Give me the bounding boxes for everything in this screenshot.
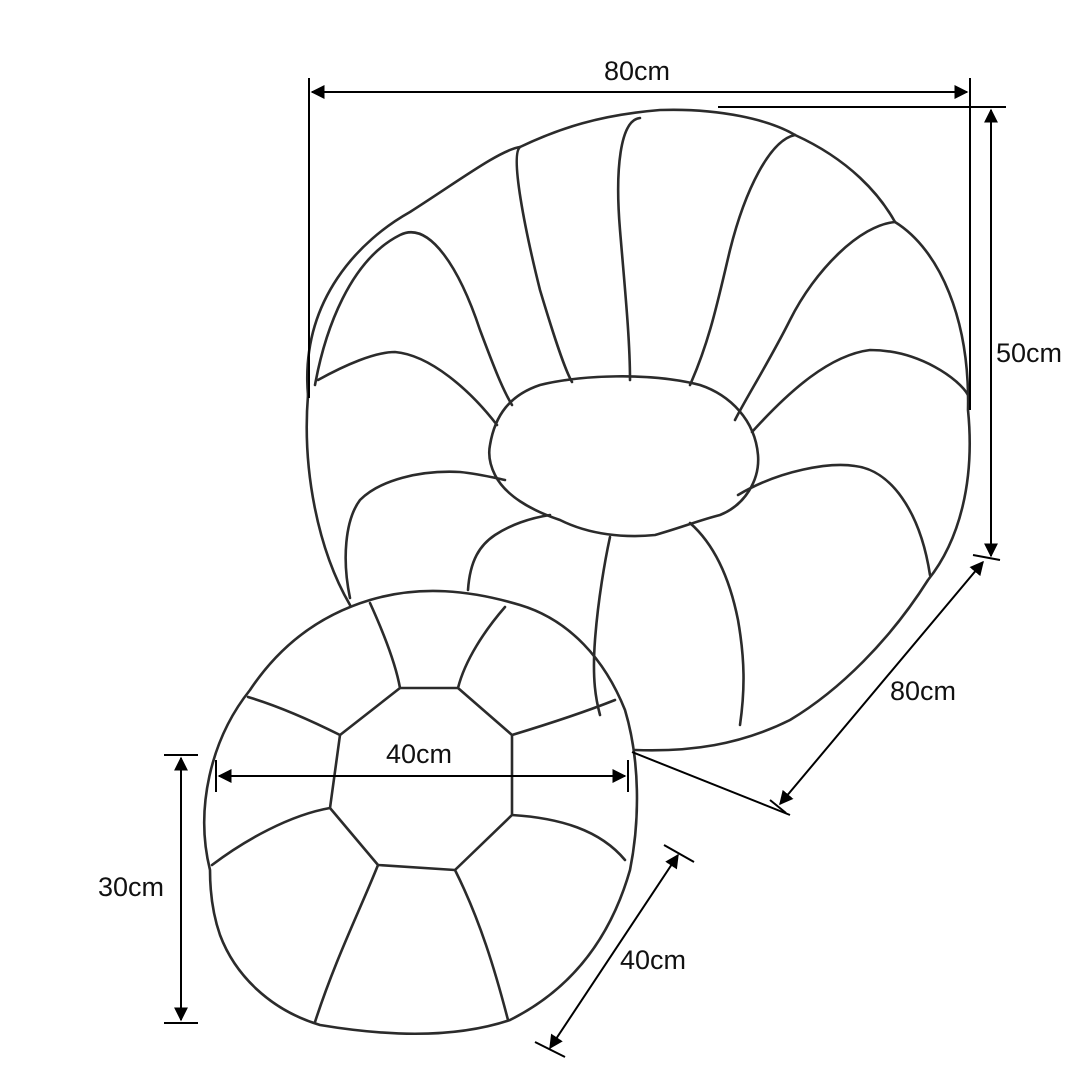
chair-seam <box>616 116 642 382</box>
chair-depth-extension-bottom <box>631 751 791 816</box>
pouf-outline <box>203 589 639 1036</box>
chair-seam <box>733 220 897 422</box>
chair-seam <box>736 463 932 577</box>
chair-seam <box>466 513 552 592</box>
bean-bag-chair <box>305 108 971 752</box>
pouf-seam <box>510 813 627 862</box>
pouf-seam <box>453 868 510 1022</box>
pouf-depth-arrow <box>549 853 679 1050</box>
pouf-depth-tick-top <box>663 844 695 863</box>
pouf-seam <box>246 695 342 737</box>
chair-depth-tick-top <box>972 554 1001 561</box>
chair-depth-label: 80cm <box>890 676 957 706</box>
chair-seam <box>515 145 574 384</box>
chair-depth-tick-bottom <box>769 799 787 814</box>
pouf-seam <box>510 698 617 737</box>
chair-seam <box>344 470 507 600</box>
chair-seam <box>316 350 499 427</box>
pouf-seam <box>368 601 402 690</box>
pouf-depth-tick-bottom <box>534 1041 566 1058</box>
pouf-height-label: 30cm <box>98 872 165 902</box>
pouf-depth-label: 40cm <box>620 945 687 975</box>
chair-depth-arrow <box>779 560 984 806</box>
chair-outline <box>305 108 971 752</box>
dimension-lines <box>164 78 1006 1058</box>
chair-seat-cushion <box>487 375 760 538</box>
chair-width-label: 80cm <box>604 56 671 86</box>
chair-seam <box>688 133 797 387</box>
pouf-seam <box>210 806 332 867</box>
pouf-seam <box>313 863 380 1024</box>
chair-seam <box>313 231 514 407</box>
pouf <box>203 589 639 1036</box>
chair-seam <box>592 535 612 717</box>
pouf-center-panel <box>328 686 514 872</box>
chair-left-edge <box>305 393 352 607</box>
chair-height-label: 50cm <box>996 338 1063 368</box>
pouf-seam <box>456 605 507 690</box>
pouf-width-label: 40cm <box>386 739 453 769</box>
chair-seam <box>688 521 745 727</box>
chair-seam <box>750 348 970 434</box>
